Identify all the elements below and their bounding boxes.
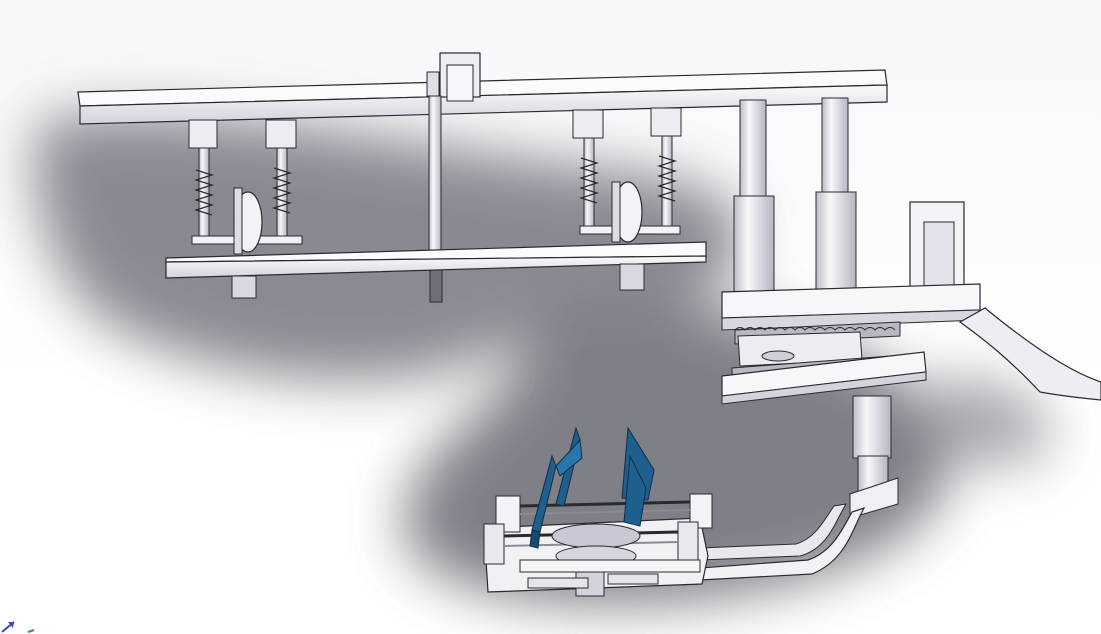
support-columns[interactable] (729, 97, 861, 304)
center-rod[interactable] (428, 95, 443, 303)
lower-beam[interactable] (165, 241, 707, 279)
drop-column[interactable] (849, 395, 899, 519)
spring-assembly-left[interactable] (188, 119, 303, 299)
top-beam[interactable] (77, 69, 888, 125)
slanted-chute[interactable] (958, 307, 1101, 401)
spring-assembly-right[interactable] (572, 107, 682, 291)
top-connector-block[interactable] (426, 52, 481, 102)
gripper-fingers[interactable] (529, 426, 655, 549)
upper-platform[interactable] (721, 283, 981, 331)
lower-platform[interactable] (721, 351, 927, 405)
coordinate-triad-icon (1, 621, 35, 633)
gripper-base[interactable] (483, 493, 713, 597)
